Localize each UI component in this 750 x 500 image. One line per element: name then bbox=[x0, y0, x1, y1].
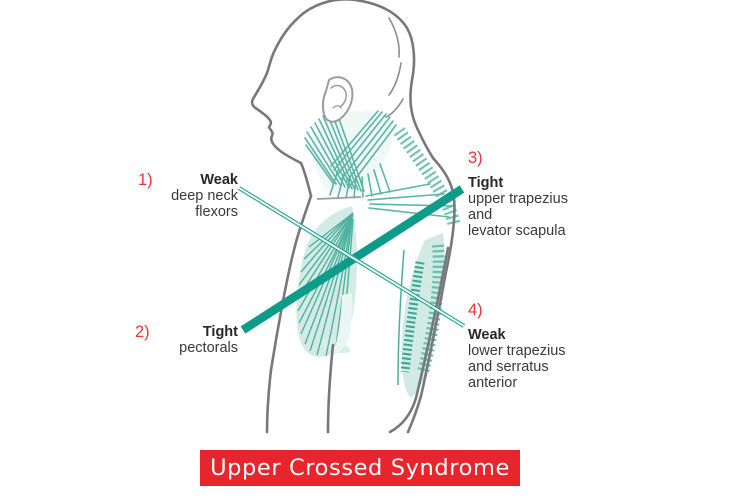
annotation-detail: deep neck bbox=[171, 188, 238, 204]
hair-detail-lines bbox=[385, 17, 404, 118]
back-outline bbox=[406, 156, 456, 434]
annotation-detail: and serratus bbox=[468, 359, 549, 375]
pectoral-highlight bbox=[332, 293, 353, 355]
head-outline bbox=[250, 0, 435, 198]
annotation-detail: levator scapula bbox=[468, 223, 566, 239]
annotation-weak-lower-trapezius: 4) Weak lower trapezius and serratus ant… bbox=[468, 302, 588, 391]
back-arm-line bbox=[388, 246, 450, 434]
upper-trapezius-band bbox=[393, 127, 461, 226]
annotation-detail: anterior bbox=[468, 375, 518, 391]
front-arm-line bbox=[326, 343, 335, 434]
annotation-status: Tight bbox=[468, 175, 504, 191]
title-banner: Upper Crossed Syndrome bbox=[200, 450, 520, 486]
annotation-detail: lower trapezius bbox=[468, 343, 566, 359]
ear-outline bbox=[321, 76, 354, 123]
annotation-number: 1) bbox=[138, 171, 153, 189]
title-banner-label: Upper Crossed Syndrome bbox=[210, 455, 510, 481]
annotation-status: Weak bbox=[200, 172, 238, 188]
annotation-detail: pectorals bbox=[179, 340, 238, 356]
annotation-detail: and bbox=[468, 207, 493, 223]
annotation-number: 3) bbox=[468, 149, 483, 167]
lower-trapezius-fill bbox=[401, 233, 445, 398]
lower-trapezius-bands bbox=[397, 244, 445, 386]
annotation-tight-pectorals: 2) Tight pectorals bbox=[135, 324, 238, 356]
neck-muscle-fibers bbox=[304, 109, 453, 218]
clavicle-line bbox=[316, 196, 362, 200]
cross-line-thin bbox=[237, 186, 466, 328]
annotation-detail: flexors bbox=[195, 204, 238, 220]
annotation-number: 4) bbox=[468, 301, 483, 319]
annotation-status: Weak bbox=[468, 327, 506, 343]
annotation-tight-upper-trapezius: 3) Tight upper trapezius and levator sca… bbox=[468, 150, 588, 239]
annotation-number: 2) bbox=[135, 323, 150, 341]
annotation-detail: upper trapezius bbox=[468, 191, 568, 207]
annotation-status: Tight bbox=[202, 324, 238, 340]
annotation-weak-deep-neck-flexors: 1) Weak deep neck flexors bbox=[138, 172, 238, 220]
